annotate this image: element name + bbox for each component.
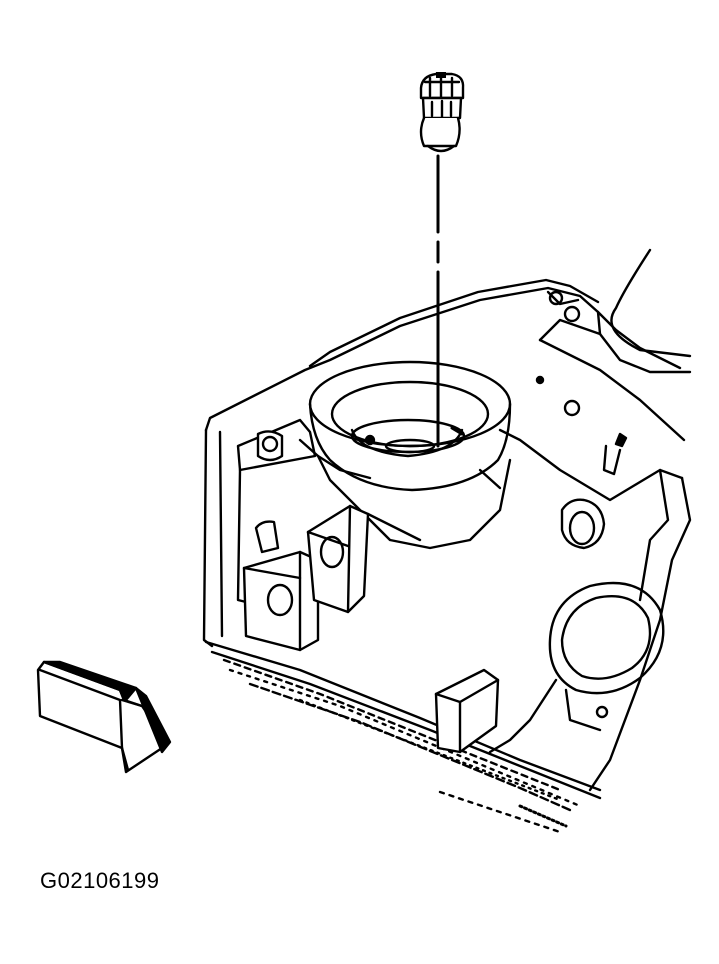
forward-arrow-icon xyxy=(36,660,172,774)
figure-id-label: G02106199 xyxy=(40,868,160,893)
sensor-component xyxy=(419,72,465,153)
mounting-bosses xyxy=(242,430,422,652)
engine-block xyxy=(202,248,692,834)
round-port xyxy=(488,498,665,754)
sensor-bore xyxy=(298,360,512,550)
lower-tab xyxy=(434,668,500,754)
